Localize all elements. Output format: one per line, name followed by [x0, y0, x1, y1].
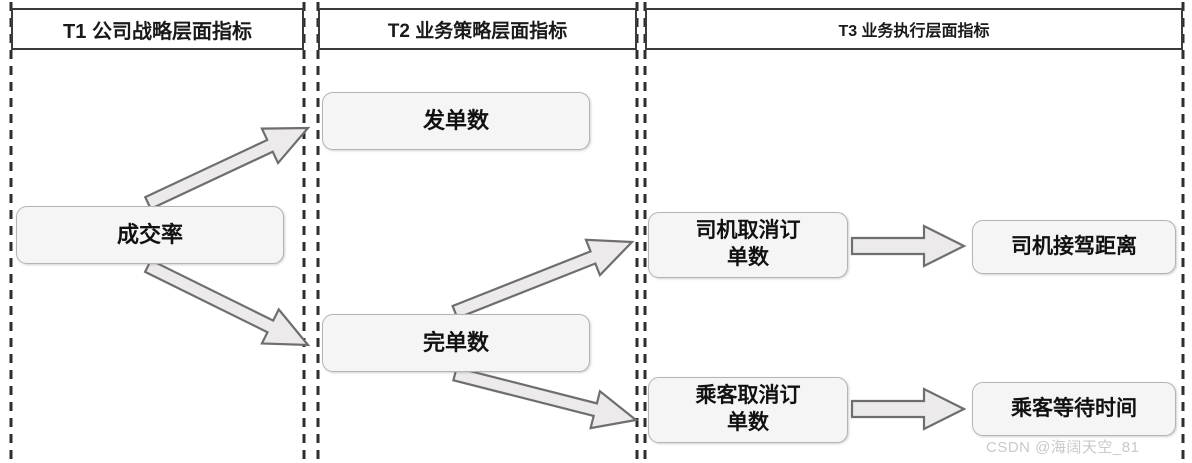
node-label-siji-quxiao-dingdanshu: 司机取消订单数 — [690, 218, 807, 272]
lane-header-t1: T1 公司战略层面指标 — [11, 8, 304, 50]
node-label-line: 单数 — [727, 411, 769, 434]
lane-title-t2: T2 业务策略层面指标 — [387, 20, 568, 42]
node-label-line: 单数 — [727, 246, 769, 269]
node-fadanshu[interactable]: 发单数 — [322, 92, 590, 150]
node-label-chengke-dengdai-shijian: 乘客等待时间 — [1005, 396, 1143, 423]
lane-divider-group — [9, 2, 1185, 461]
node-label-line: 乘客等待时间 — [1011, 396, 1137, 420]
node-chengjiaolv[interactable]: 成交率 — [16, 206, 284, 264]
node-label-line: 发单数 — [422, 107, 489, 133]
node-label-fadanshu: 发单数 — [417, 107, 495, 135]
node-label-line: 司机接驾距离 — [1011, 234, 1137, 258]
node-wandanshu[interactable]: 完单数 — [322, 314, 590, 372]
node-label-line: 完单数 — [422, 329, 489, 355]
arrow-chengjiaolv-to-wandanshu — [143, 258, 311, 347]
arrow-wandanshu-to-chengke-quxiao — [452, 366, 639, 430]
lane-header-t2: T2 业务策略层面指标 — [318, 8, 637, 50]
node-chengke-quxiao-dingdanshu[interactable]: 乘客取消订单数 — [648, 377, 848, 443]
node-chengke-dengdai-shijian[interactable]: 乘客等待时间 — [972, 382, 1176, 436]
node-label-wandanshu: 完单数 — [417, 329, 495, 357]
node-label-line: 乘客取消订 — [695, 384, 801, 408]
node-siji-jiejia-juli[interactable]: 司机接驾距离 — [972, 220, 1176, 274]
arrow-chengjiaolv-to-fadanshu — [143, 126, 311, 211]
node-label-siji-jiejia-juli: 司机接驾距离 — [1005, 234, 1143, 261]
lane-title-t3: T3 业务执行层面指标 — [838, 23, 990, 40]
arrow-siji-quxiao-to-jiejia-juli — [850, 224, 967, 268]
arrow-chengke-quxiao-to-dengdai-shijian — [850, 387, 967, 431]
node-label-chengjiaolv: 成交率 — [111, 221, 189, 249]
node-siji-quxiao-dingdanshu[interactable]: 司机取消订单数 — [648, 212, 848, 278]
node-label-line: 司机取消订 — [695, 219, 801, 243]
node-label-line: 成交率 — [116, 221, 183, 247]
lane-header-t3: T3 业务执行层面指标 — [645, 8, 1183, 50]
node-label-chengke-quxiao-dingdanshu: 乘客取消订单数 — [690, 383, 807, 437]
lane-title-t1: T1 公司战略层面指标 — [63, 20, 252, 43]
watermark: CSDN @海阔天空_81 — [986, 439, 1140, 456]
arrow-group — [143, 126, 967, 431]
arrow-wandanshu-to-siji-quxiao — [451, 238, 635, 320]
